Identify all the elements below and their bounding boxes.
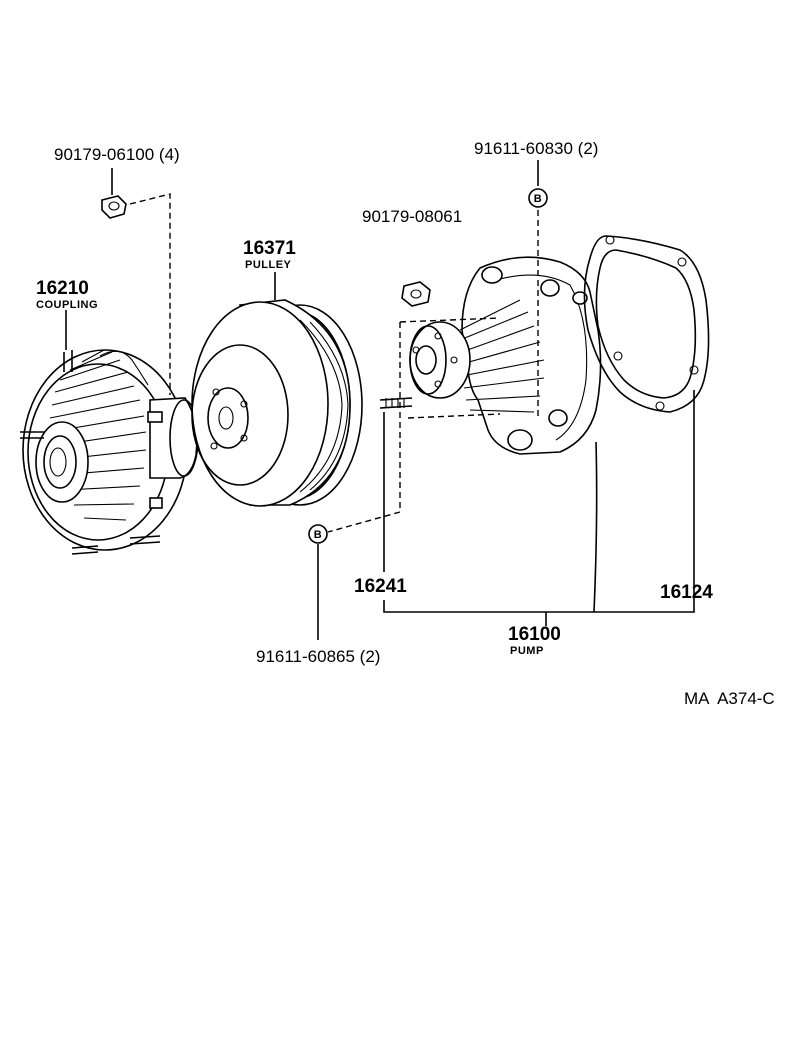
bolt-top-left-label: 90179-06100 (4) (54, 145, 180, 164)
pump-name-label: PUMP (510, 645, 544, 657)
stud-left-number-label: 16241 (354, 576, 407, 597)
gasket-drawing (583, 235, 710, 413)
nut-middle-drawing (401, 281, 431, 307)
diagram-code-label: MA A374-C (684, 689, 775, 708)
svg-text:B: B (314, 529, 322, 541)
fluid-coupling-drawing (20, 349, 199, 555)
marker-b-bottom: B (308, 524, 328, 544)
gasket-number-label: 16124 (660, 582, 713, 603)
pulley-name-label: PULLEY (245, 259, 292, 271)
pump-number-label: 16100 (508, 624, 561, 645)
marker-b-top: B (528, 188, 548, 208)
bolt-top-left-drawing (101, 195, 127, 219)
stud-left-drawing (379, 397, 413, 409)
stud-top-right-label: 91611-60830 (2) (474, 139, 598, 158)
coupling-name-label: COUPLING (36, 299, 98, 311)
water-pump-drawing (409, 256, 602, 455)
leader-lines (65, 160, 695, 640)
coupling-number-label: 16210 (36, 278, 89, 299)
pulley-number-label: 16371 (243, 238, 296, 259)
nut-middle-label: 90179-08061 (362, 207, 462, 226)
pulley-drawing (191, 299, 363, 507)
stud-bottom-label: 91611-60865 (2) (256, 647, 380, 666)
svg-text:B: B (534, 193, 542, 205)
